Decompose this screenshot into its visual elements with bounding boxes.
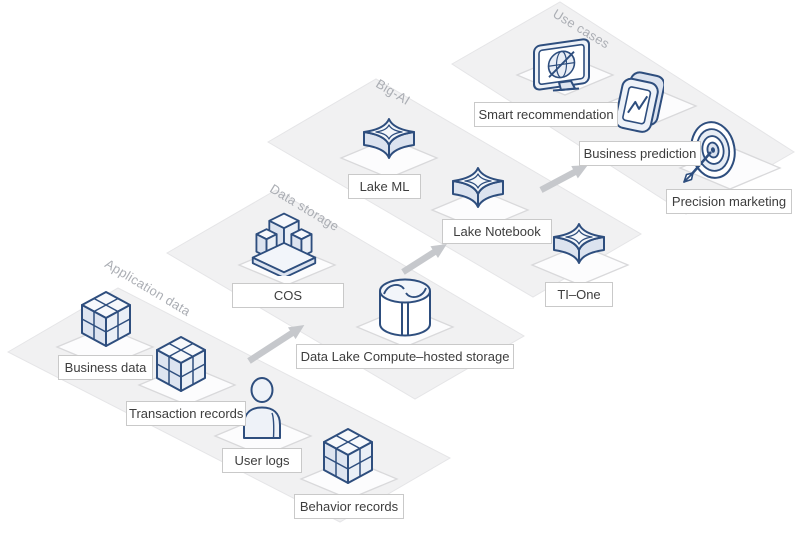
target-arrow-icon [683,121,736,183]
label-transaction-records: Transaction records [126,401,246,426]
label-smart-recommendation: Smart recommendation [474,102,618,127]
star-block-icon [363,118,415,159]
label-lake-ml: Lake ML [348,174,421,199]
cube-icon [323,428,373,484]
label-lake-notebook: Lake Notebook [442,219,552,244]
label-business-data: Business data [58,355,153,380]
label-cos: COS [232,283,344,308]
label-ti-one: TI–One [545,282,613,307]
label-precision-marketing: Precision marketing [666,189,792,214]
arrow-app-to-storage [247,325,305,364]
flow-arrows [247,165,588,364]
label-behavior-records: Behavior records [294,494,404,519]
label-dlc-hosted-storage: Data Lake Compute–hosted storage [296,344,514,369]
star-block-icon [553,223,605,264]
label-user-logs: User logs [222,448,302,473]
monitor-globe-icon [533,38,590,92]
arrow-storage-to-bigai [401,244,447,275]
cube-icon [156,336,206,392]
database-cylinder-icon [379,278,431,337]
label-business-prediction: Business prediction [579,141,701,166]
arrow-bigai-to-usecases [539,165,588,193]
star-block-icon [452,167,504,208]
cube-icon [81,291,131,347]
person-icon [243,377,281,439]
building-icon [251,212,317,276]
chart-screen-icon [616,71,664,133]
